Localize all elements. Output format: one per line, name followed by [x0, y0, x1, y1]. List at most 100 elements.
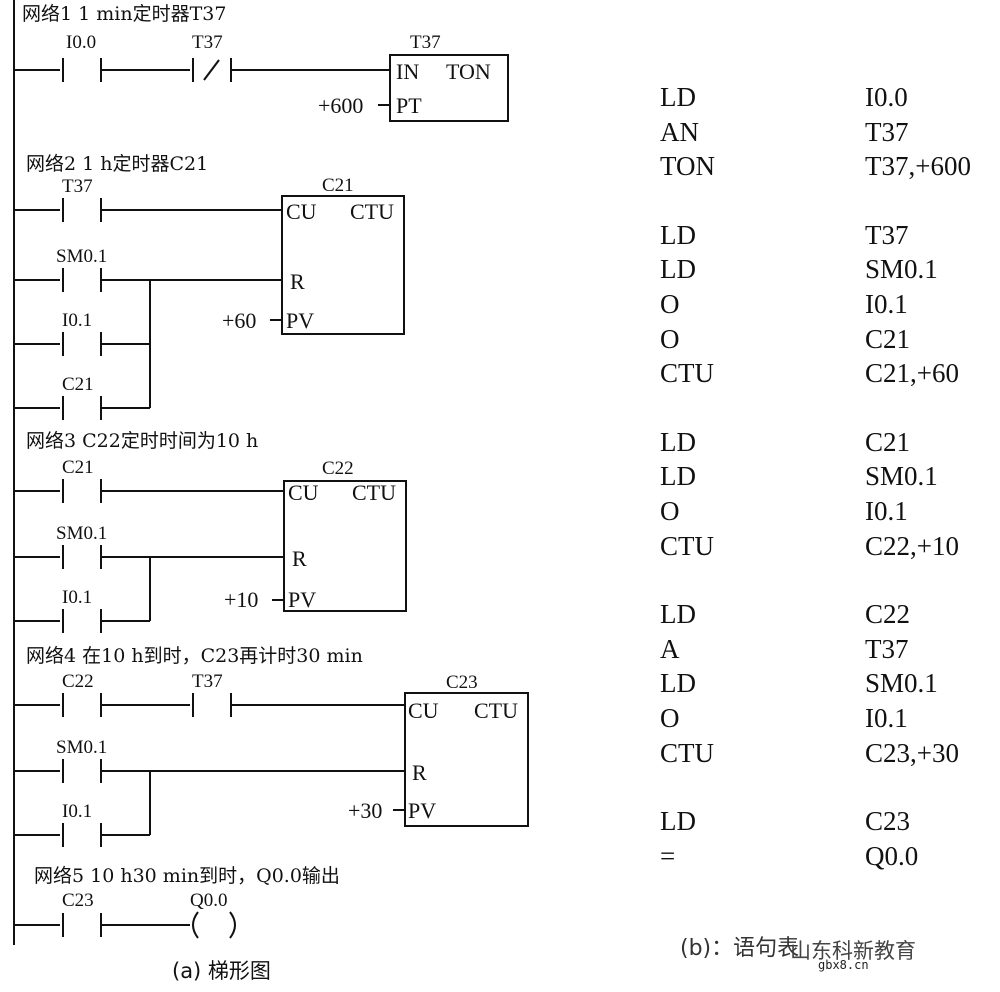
contact-label: I0.1: [62, 801, 92, 822]
stl-row: LD SM0.1: [660, 666, 1000, 701]
box-type: CTU: [350, 199, 394, 224]
stl-row: LD I0.0: [660, 80, 1000, 115]
network-1-rung: [14, 54, 509, 122]
stl-operand: SM0.1: [865, 461, 938, 492]
box-preset-label: PV: [288, 587, 316, 612]
stl-opcode: LD: [660, 461, 696, 492]
network-4-rung: [14, 692, 529, 847]
stl-row: O C21: [660, 322, 1000, 357]
stl-operand: C22,+10: [865, 530, 959, 561]
stl-opcode: O: [660, 495, 680, 526]
stl-operand: C23,+30: [865, 737, 959, 768]
stl-operand: T37: [865, 116, 909, 147]
stl-row: AN T37: [660, 115, 1000, 150]
box-preset: +10: [224, 587, 258, 612]
stl-row: =Q0.0: [660, 839, 1000, 874]
contact-label: I0.1: [62, 310, 92, 331]
box-preset-label: PT: [396, 93, 422, 118]
contact-label: SM0.1: [56, 523, 107, 544]
stl-operand: T37: [865, 219, 909, 250]
stl-row: A T37: [660, 632, 1000, 667]
contact-label: T37: [62, 176, 93, 197]
stl-opcode: LD: [660, 219, 696, 250]
stl-operand: C21: [865, 426, 911, 457]
stl-opcode: CTU: [660, 530, 714, 561]
watermark: 山东科新教育: [790, 939, 916, 963]
box-name: C23: [446, 672, 478, 693]
box-name: T37: [410, 32, 441, 53]
stl-opcode: LD: [660, 599, 696, 630]
box-preset: +30: [348, 798, 382, 823]
coil-label: Q0.0: [190, 890, 227, 911]
stl-row: CTU C22,+10: [660, 529, 1000, 564]
stl-row: LD C22: [660, 597, 1000, 632]
caption-ladder: (a) 梯形图: [172, 959, 271, 983]
box-in: CU: [408, 698, 439, 723]
box-in: IN: [396, 59, 419, 84]
network-5-header: 网络5 10 h30 min到时，Q0.0输出: [34, 865, 340, 887]
stl-operand: SM0.1: [865, 668, 938, 699]
network-4-header: 网络4 在10 h到时，C23再计时30 min: [26, 645, 363, 667]
box-preset: +600: [318, 93, 363, 118]
network-2-rung: [14, 195, 405, 420]
box-type: CTU: [352, 480, 396, 505]
stl-opcode: CTU: [660, 737, 714, 768]
contact-label: T37: [192, 32, 223, 53]
stl-operand: C21: [865, 323, 911, 354]
stl-row: O I0.1: [660, 494, 1000, 529]
watermark-url: gbx8.cn: [818, 958, 869, 972]
contact-label: T37: [192, 671, 223, 692]
contact-label: SM0.1: [56, 246, 107, 267]
stl-operand: C21,+60: [865, 358, 959, 389]
box-reset: R: [290, 269, 305, 294]
stl-operand: T37: [865, 633, 909, 664]
box-preset: +60: [222, 308, 256, 333]
box-name: C22: [322, 458, 354, 479]
network-5-rung: [14, 911, 236, 939]
stl-operand: T37,+600: [865, 151, 971, 182]
box-name: C21: [322, 175, 354, 196]
contact-label: I0.1: [62, 587, 92, 608]
stl-operand: I0.1: [865, 288, 908, 319]
stl-opcode: LD: [660, 806, 696, 837]
stl-opcode: LD: [660, 668, 696, 699]
stl-row: LD SM0.1: [660, 459, 1000, 494]
stl-opcode: =: [660, 840, 676, 871]
stl-row: CTU C23,+30: [660, 736, 1000, 771]
stl-operand: I0.1: [865, 495, 908, 526]
network-3-header: 网络3 C22定时时间为10 h: [26, 430, 258, 452]
stl-opcode: O: [660, 323, 680, 354]
box-reset: R: [412, 760, 427, 785]
box-in: CU: [286, 199, 317, 224]
box-reset: R: [292, 546, 307, 571]
stl-opcode: AN: [660, 116, 699, 147]
caption-statement-list: (b)：语句表: [680, 936, 800, 961]
stl-opcode: O: [660, 702, 680, 733]
box-in: CU: [288, 480, 319, 505]
ladder-diagram: 网络1 1 min定时器T37 I0.0 T37 T37 IN TON PT +…: [13, 0, 529, 983]
stl-operand: I0.0: [865, 82, 908, 112]
box-preset-label: PV: [286, 308, 314, 333]
stl-opcode: LD: [660, 254, 696, 285]
stl-operand: I0.1: [865, 702, 908, 733]
contact-label: C21: [62, 457, 94, 478]
stl-operand: C22: [865, 599, 911, 630]
contact-label: SM0.1: [56, 737, 107, 758]
stl-opcode: A: [660, 633, 680, 664]
stl-row: LD SM0.1: [660, 252, 1000, 287]
stl-operand: SM0.1: [865, 254, 938, 285]
stl-opcode: LD: [660, 82, 696, 112]
network-2-header: 网络2 1 h定时器C21: [26, 153, 208, 175]
stl-row: LD T37: [660, 218, 1000, 253]
contact-label: C22: [62, 671, 94, 692]
